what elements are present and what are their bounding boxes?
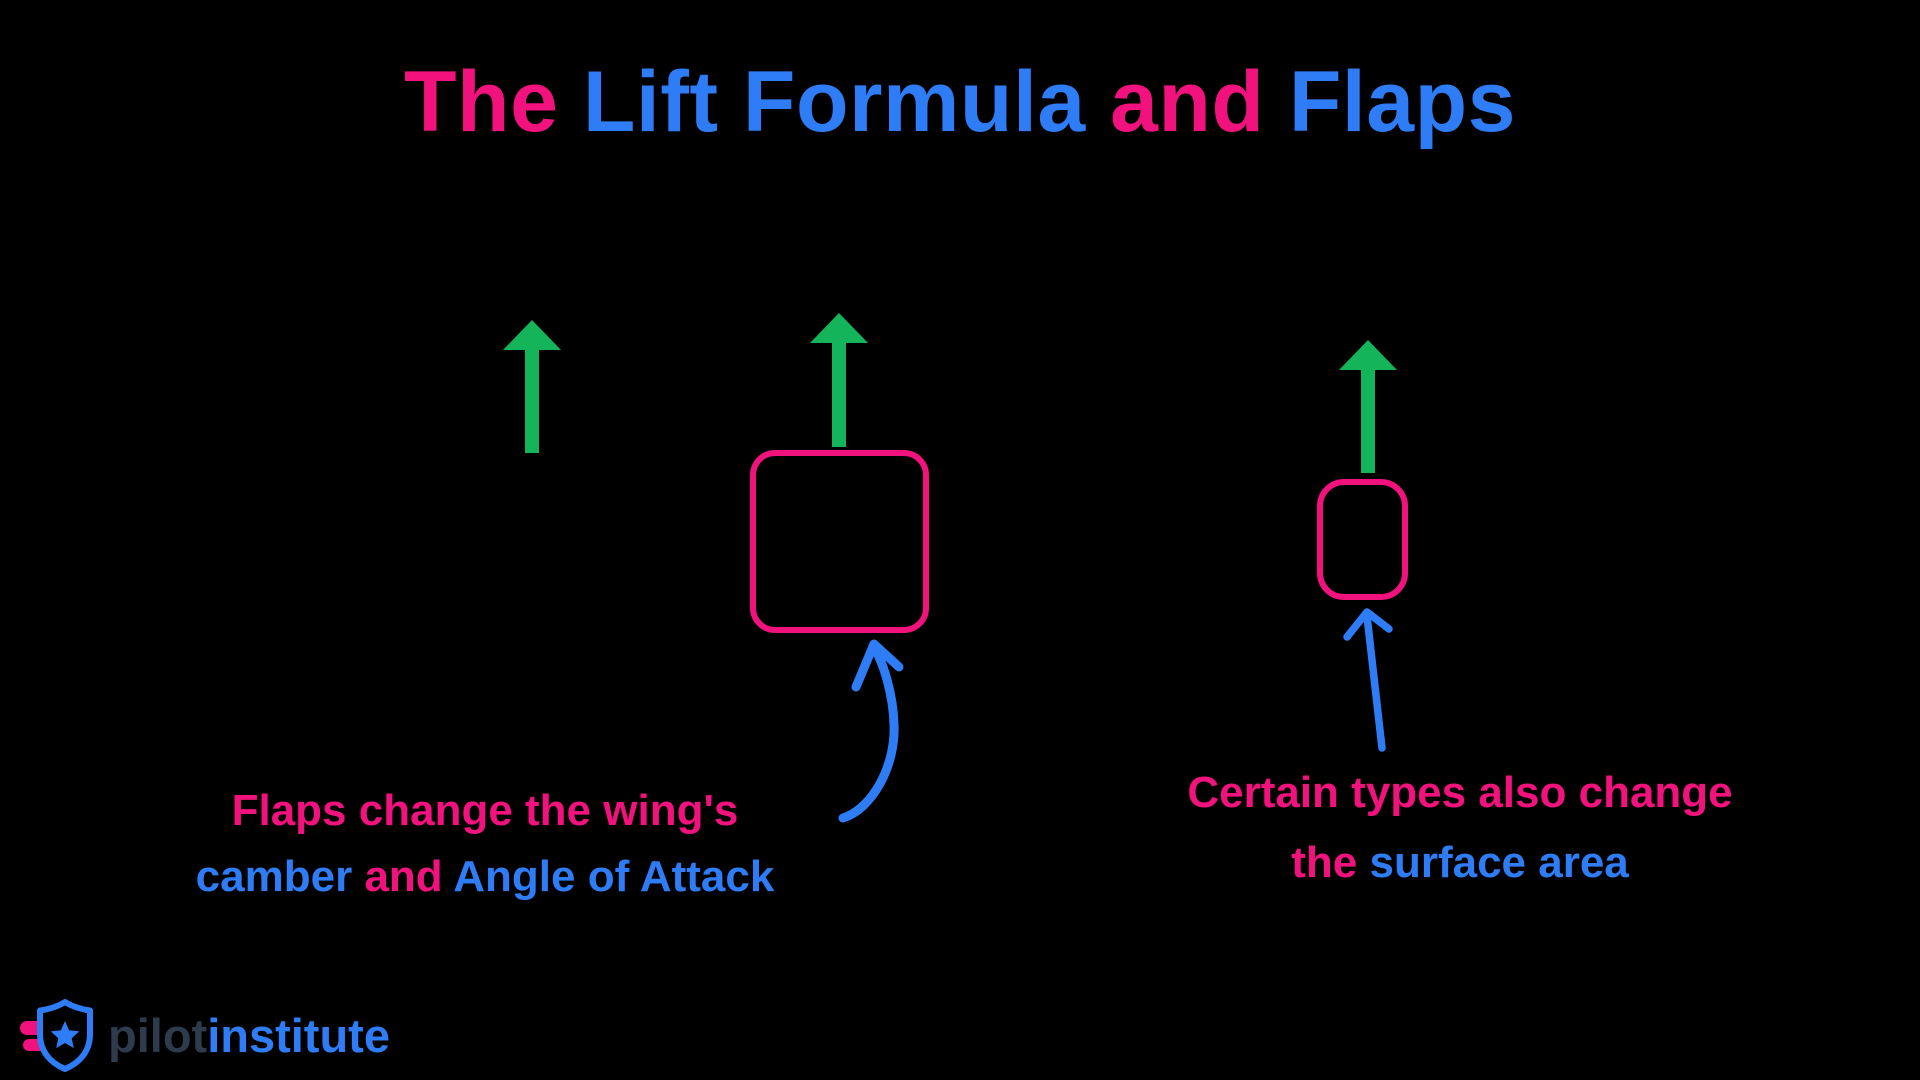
lift-arrow-area-flap-wing-icon [1339,340,1397,473]
camber-annotation-arrow-icon [838,639,904,823]
left-caption: Flaps change the wing's camber and Angle… [80,778,890,910]
logo-word-pilot: pilot [108,1008,208,1062]
flapped-wing-box [750,450,929,633]
left-caption-line-1: Flaps change the wing's [231,786,739,835]
right-caption-line-1: Certain types also change [1187,768,1733,817]
page-title: The Lift Formula and Flaps [0,52,1920,153]
lift-arrow-plain-wing-icon [503,320,561,453]
area-flap-wing-box [1317,479,1408,600]
pilot-institute-logo: pilotinstitute [20,998,390,1072]
surface-area-annotation-arrow-icon [1343,608,1393,752]
title-segment-lift-formula: Lift Formula [582,54,1111,150]
title-segment-flaps: Flaps [1288,54,1516,150]
right-caption-line-2: the surface area [1291,838,1629,887]
logo-word-institute: institute [207,1008,390,1062]
title-segment-the: The [404,54,583,150]
left-caption-line-2: camber and Angle of Attack [195,852,775,901]
pilot-institute-shield-star-icon [20,999,93,1072]
lift-arrow-flapped-wing-icon [810,313,868,447]
logo-wordmark: pilotinstitute [108,1012,390,1059]
right-caption: Certain types also change the surface ar… [1135,758,1785,898]
title-segment-and: and [1110,54,1289,150]
